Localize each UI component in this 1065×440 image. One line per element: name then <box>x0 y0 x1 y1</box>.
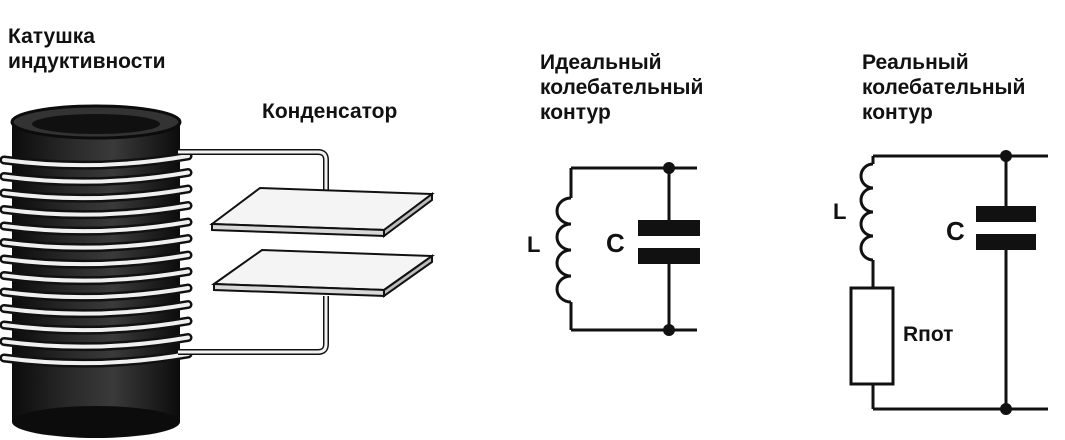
coil-winding-highlight <box>2 335 190 349</box>
real-node-top <box>1000 150 1012 162</box>
coil-winding-highlight <box>2 236 190 250</box>
ideal-capacitor-plate-bottom <box>638 248 700 264</box>
real-title-line2: колебательный <box>862 76 1026 100</box>
capacitor-plate-bottom <box>211 248 435 298</box>
coil-winding-highlight <box>2 187 190 201</box>
bottom-wire-outline <box>178 296 329 355</box>
real-inductor <box>859 162 874 262</box>
bottom-wire <box>178 296 328 354</box>
ideal-inductor-label: L <box>527 232 540 257</box>
ideal-title-line2: колебательный <box>540 76 704 100</box>
ideal-inductor <box>555 196 572 304</box>
ideal-circuit <box>555 162 700 336</box>
real-circuit-title: Реальный колебательный контур <box>862 50 1025 126</box>
coil-windings <box>0 151 193 368</box>
coil-top-hole <box>32 114 160 134</box>
top-wire <box>178 150 328 208</box>
ideal-circuit-title: Идеальный колебательный контур <box>540 50 703 126</box>
ideal-capacitor-label: C <box>606 228 625 258</box>
real-title-line1: Реальный <box>862 51 969 74</box>
coil-winding-highlight <box>2 220 190 234</box>
ideal-node-top <box>663 162 675 174</box>
coil-bottom <box>12 406 180 438</box>
coil-title: Катушка индуктивности <box>8 24 166 74</box>
real-capacitor-label: C <box>946 216 965 246</box>
capacitor-title: Конденсатор <box>262 100 398 123</box>
coil-winding-highlight <box>2 253 190 267</box>
coil-title-line2: индуктивности <box>8 50 166 74</box>
coil-winding-highlight <box>2 203 190 217</box>
real-inductor-label: L <box>833 199 846 224</box>
coil-winding-highlight <box>2 170 190 184</box>
coil-winding-highlight <box>2 319 190 333</box>
real-capacitor-plate-bottom <box>976 234 1036 250</box>
coil-winding-highlight <box>2 302 190 316</box>
ideal-node-bottom <box>663 324 675 336</box>
coil-title-line1: Катушка <box>8 25 95 48</box>
coil-winding-highlight <box>2 269 190 283</box>
capacitor-plate-top <box>209 186 435 238</box>
coil-winding-highlight <box>2 154 190 168</box>
real-resistor-label: Rпот <box>903 323 953 346</box>
coil-body <box>12 122 180 422</box>
coil-winding-highlight <box>2 352 190 366</box>
coil-illustration <box>0 104 435 438</box>
real-resistor <box>849 286 895 386</box>
real-title-line3: контур <box>862 101 933 125</box>
real-circuit <box>849 150 1048 415</box>
coil-winding-highlight <box>2 286 190 300</box>
ideal-title-line3: контур <box>540 101 611 125</box>
ideal-capacitor-plate-top <box>638 220 700 236</box>
ideal-title-line1: Идеальный <box>540 51 662 74</box>
real-node-bottom <box>1000 403 1012 415</box>
real-capacitor-plate-top <box>976 206 1036 222</box>
